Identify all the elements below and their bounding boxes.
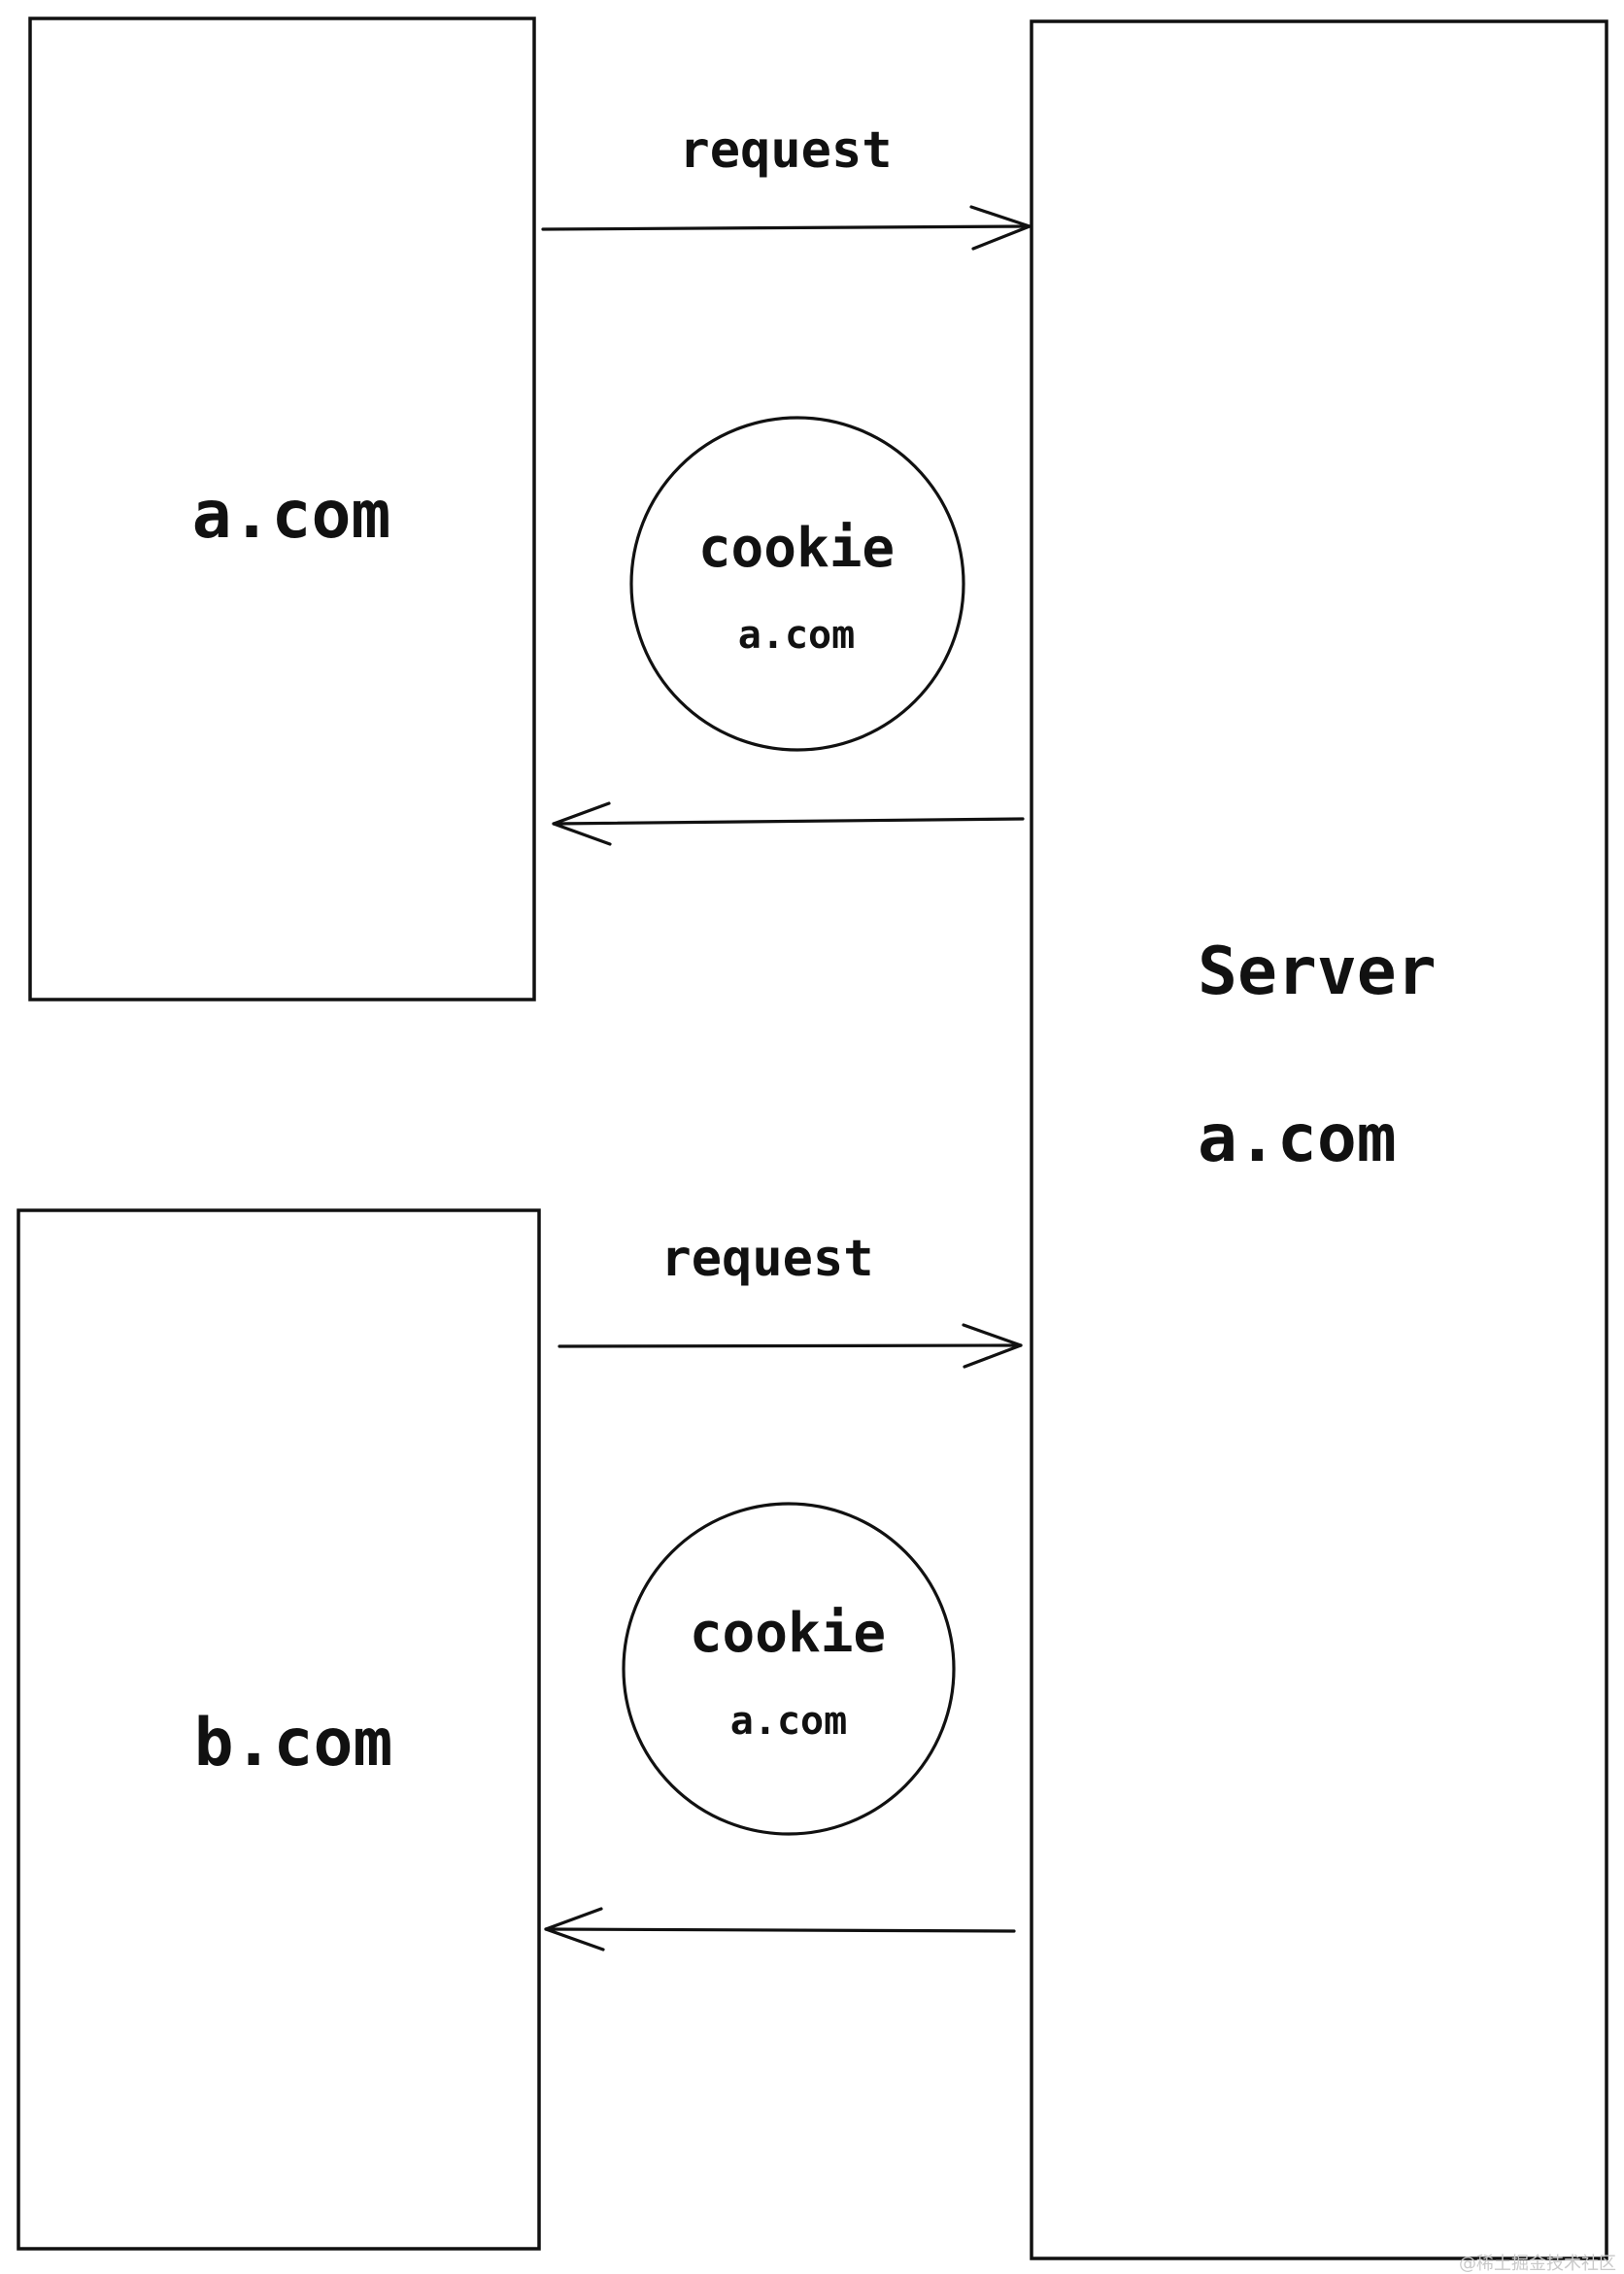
cookie-label-a: cookie <box>698 517 895 580</box>
response-arrow-a-shaft <box>552 817 1025 826</box>
client-b-label: b.com <box>194 1705 393 1782</box>
request-label-b: request <box>660 1230 873 1288</box>
response-arrow-b-shaft <box>544 1927 1016 1933</box>
server-box <box>1030 19 1608 2260</box>
client-b-box <box>17 1208 541 2251</box>
cookie-label-b: cookie <box>690 1602 886 1665</box>
response-arrow-b <box>544 1907 1016 1952</box>
response-arrow-a-head <box>552 801 612 846</box>
cookie-bubble-a: cookie a.com <box>629 416 965 752</box>
request-arrow-a-head <box>969 205 1032 251</box>
client-a-box <box>28 17 536 1001</box>
flow-a: request cookie a.com <box>541 121 1032 846</box>
watermark: @稀土掘金技术社区 <box>1459 2254 1616 2274</box>
client-a-label: a.com <box>192 477 391 554</box>
response-arrow-b-head <box>544 1907 605 1952</box>
request-arrow-a-shaft <box>541 224 1032 231</box>
server-domain: a.com <box>1198 1101 1397 1177</box>
request-arrow-b-shaft <box>558 1343 1023 1348</box>
cookie-domain-b: a.com <box>730 1699 847 1744</box>
request-arrow-a <box>541 205 1032 251</box>
request-arrow-b <box>558 1323 1023 1369</box>
request-label-a: request <box>679 121 892 180</box>
request-arrow-b-head <box>962 1323 1023 1369</box>
cookie-bubble-b: cookie a.com <box>622 1502 956 1836</box>
cookie-circle-a <box>629 416 965 752</box>
client-a: a.com <box>28 17 536 1001</box>
server-title: Server <box>1198 933 1437 1010</box>
cookie-domain-a: a.com <box>738 613 855 658</box>
flow-b: request cookie a.com <box>544 1230 1023 1952</box>
server: Server a.com <box>1030 19 1608 2260</box>
response-arrow-a <box>552 801 1025 846</box>
client-b: b.com <box>17 1208 541 2251</box>
cookie-circle-b <box>622 1502 956 1836</box>
